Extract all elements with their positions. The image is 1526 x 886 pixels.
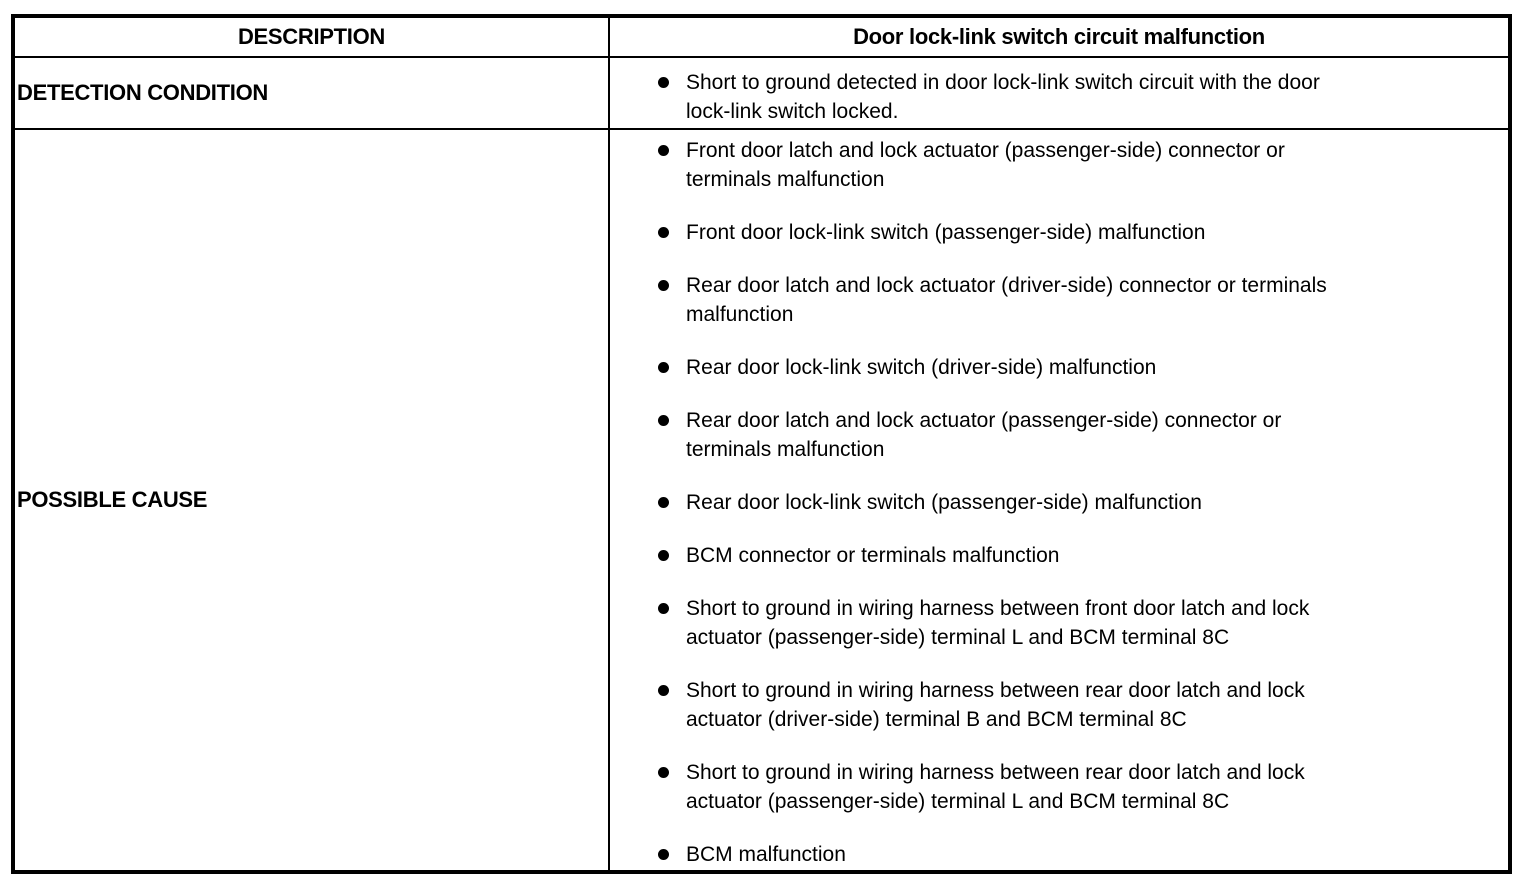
bullet-icon — [658, 603, 669, 614]
detection-condition-content: Short to ground detected in door lock-li… — [610, 58, 1508, 130]
bullet-icon — [658, 145, 669, 156]
list-item: BCM malfunction — [658, 840, 1496, 869]
bullet-icon — [658, 685, 669, 696]
detection-condition-list: Short to ground detected in door lock-li… — [610, 58, 1508, 126]
bullet-text: Rear door lock-link switch (passenger-si… — [686, 491, 1202, 514]
bullet-text: Short to ground detected in door lock-li… — [686, 71, 1320, 123]
list-item: Rear door lock-link switch (passenger-si… — [658, 488, 1496, 517]
possible-cause-list: Front door latch and lock actuator (pass… — [610, 130, 1508, 869]
detection-condition-label: DETECTION CONDITION — [17, 80, 268, 105]
bullet-text: BCM connector or terminals malfunction — [686, 544, 1060, 567]
possible-cause-label: POSSIBLE CAUSE — [17, 487, 208, 512]
bullet-icon — [658, 497, 669, 508]
bullet-text: Rear door lock-link switch (driver-side)… — [686, 356, 1157, 379]
bullet-text: Front door lock-link switch (passenger-s… — [686, 221, 1206, 244]
dtc-table: DESCRIPTION Door lock-link switch circui… — [11, 14, 1512, 874]
bullet-icon — [658, 849, 669, 860]
bullet-text: Rear door latch and lock actuator (passe… — [686, 409, 1282, 461]
list-item: Short to ground in wiring harness betwee… — [658, 676, 1496, 734]
detection-condition-row-label: DETECTION CONDITION — [15, 58, 610, 130]
bullet-icon — [658, 550, 669, 561]
possible-cause-content: Front door latch and lock actuator (pass… — [610, 130, 1508, 870]
bullet-icon — [658, 767, 669, 778]
list-item: BCM connector or terminals malfunction — [658, 541, 1496, 570]
dtc-title-header: Door lock-link switch circuit malfunctio… — [610, 18, 1508, 58]
list-item: Short to ground in wiring harness betwee… — [658, 594, 1496, 652]
bullet-icon — [658, 415, 669, 426]
bullet-text: Short to ground in wiring harness betwee… — [686, 679, 1305, 731]
list-item: Short to ground detected in door lock-li… — [658, 68, 1496, 126]
bullet-text: BCM malfunction — [686, 843, 846, 866]
list-item: Short to ground in wiring harness betwee… — [658, 758, 1496, 816]
list-item: Front door lock-link switch (passenger-s… — [658, 218, 1496, 247]
list-item: Rear door latch and lock actuator (drive… — [658, 271, 1496, 329]
bullet-icon — [658, 77, 669, 88]
bullet-text: Short to ground in wiring harness betwee… — [686, 597, 1310, 649]
bullet-icon — [658, 362, 669, 373]
dtc-title-label: Door lock-link switch circuit malfunctio… — [853, 24, 1265, 49]
possible-cause-row-label: POSSIBLE CAUSE — [15, 130, 610, 870]
list-item: Rear door lock-link switch (driver-side)… — [658, 353, 1496, 382]
bullet-text: Short to ground in wiring harness betwee… — [686, 761, 1305, 813]
bullet-icon — [658, 227, 669, 238]
description-column-header: DESCRIPTION — [15, 18, 610, 58]
bullet-text: Rear door latch and lock actuator (drive… — [686, 274, 1327, 326]
description-header-label: DESCRIPTION — [237, 24, 386, 49]
bullet-text: Front door latch and lock actuator (pass… — [686, 139, 1285, 191]
list-item: Front door latch and lock actuator (pass… — [658, 136, 1496, 194]
bullet-icon — [658, 280, 669, 291]
list-item: Rear door latch and lock actuator (passe… — [658, 406, 1496, 464]
